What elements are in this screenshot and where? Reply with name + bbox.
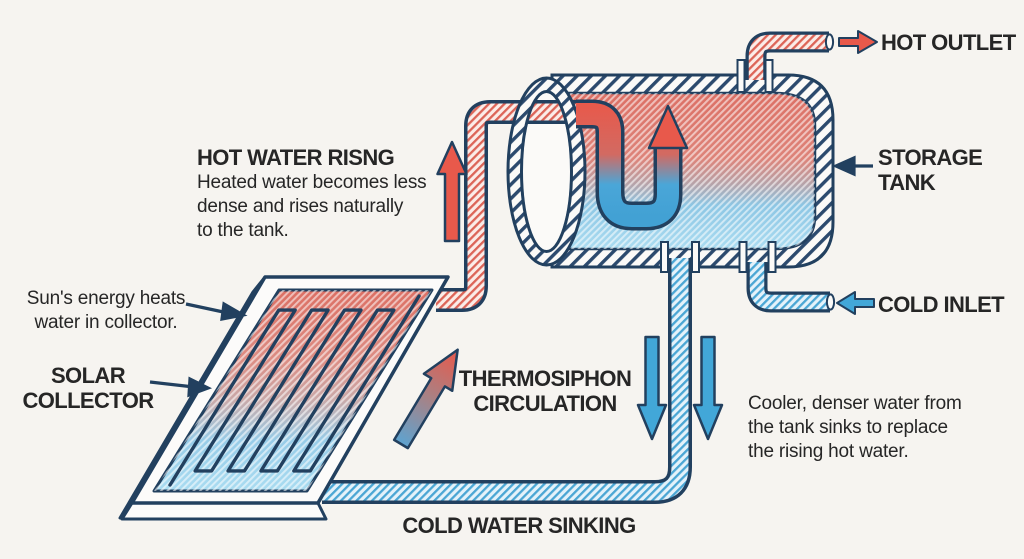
hot-outlet-label: HOT OUTLET — [881, 30, 1016, 55]
pipe-flanges — [660, 59, 777, 273]
tank-up-arrow-icon — [647, 104, 689, 150]
cold-inlet-opening — [825, 293, 836, 311]
cold-sinking-label: COLD WATER SINKING — [402, 513, 636, 538]
hot-rising-note: Heated water becomes less dense and rise… — [197, 172, 427, 241]
hot-outlet-pipe — [745, 31, 835, 80]
cold-inlet-label: COLD INLET — [878, 292, 1005, 317]
tank-open-end-ring — [506, 76, 587, 267]
thermosiphon-label: THERMOSIPHON CIRCULATION — [458, 366, 632, 416]
sun-note: Sun's energy heats water in collector. — [26, 288, 186, 333]
storage-tank-label: STORAGE TANK — [878, 145, 983, 195]
cold-inlet-pipe — [746, 262, 836, 313]
label-pointers — [149, 155, 873, 398]
cooler-note: Cooler, denser water from the tank sinks… — [748, 393, 962, 462]
cold-inlet-arrow-icon — [836, 291, 875, 315]
storage-pointer-arrow-icon — [832, 155, 856, 177]
cold-sinking-arrow-right-icon — [692, 335, 724, 441]
solar-collector — [120, 277, 448, 519]
collector-coil — [170, 296, 419, 485]
thermosiphon-arrow-icon — [392, 348, 459, 450]
hot-rising-arrow-icon — [436, 140, 468, 243]
cold-sinking-arrow-left-icon — [636, 335, 668, 441]
hot-rising-title: HOT WATER RISNG — [197, 145, 395, 170]
collector-bottom-face — [120, 501, 328, 521]
hot-riser-pipe — [436, 100, 583, 312]
cold-return-pipe — [322, 258, 692, 504]
solar-collector-label: SOLAR COLLECTOR — [22, 363, 154, 413]
tank-circulation-tube — [576, 99, 689, 231]
sun-pointer-arrow-icon — [220, 301, 248, 321]
hot-outlet-opening — [824, 33, 835, 51]
hot-outlet-arrow-icon — [838, 30, 878, 54]
solar-pointer-arrow-icon — [187, 376, 213, 398]
